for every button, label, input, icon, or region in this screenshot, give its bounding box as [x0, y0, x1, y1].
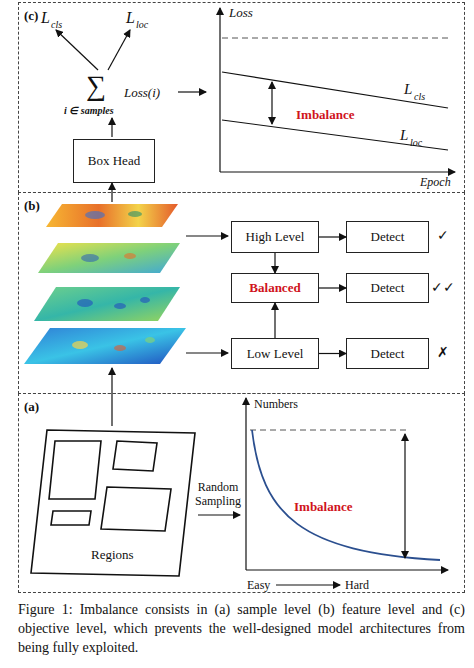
feature-blob	[85, 211, 105, 219]
level-panel: (b)High LevelDetectBalancedDetectLow Lev…	[18, 192, 465, 394]
flow-arrow	[274, 303, 275, 338]
chart-axis	[219, 8, 220, 172]
feature-blob	[81, 254, 99, 262]
regions-label: Regions	[91, 547, 134, 563]
dashed-line	[250, 430, 408, 431]
axis-label: Epoch	[420, 176, 451, 188]
loss-term: Loss(i)	[124, 86, 160, 99]
process-box: Low Level	[231, 338, 319, 369]
imbalance-note: Imbalance	[294, 500, 353, 513]
feature-blob	[114, 303, 126, 309]
panel-label: (c)	[24, 8, 38, 24]
box-label: Detect	[371, 346, 405, 362]
axis-label: Loss	[229, 6, 253, 19]
region-shape	[101, 487, 171, 531]
feature-map	[34, 287, 180, 321]
region-shape	[51, 511, 91, 525]
cross-mark: ✗	[437, 346, 449, 360]
flow-arrow	[274, 253, 275, 273]
leader-arrow	[186, 235, 228, 236]
feature-map	[38, 243, 180, 273]
subscript: cls	[414, 92, 425, 102]
process-box: Balanced	[231, 273, 319, 303]
box-label: Low Level	[247, 346, 304, 362]
process-box: Box Head	[73, 139, 155, 183]
loss-symbol: L	[126, 10, 135, 26]
feature-blob	[145, 337, 155, 343]
sampling-label: Random Sampling	[194, 481, 242, 509]
box-label: Detect	[371, 229, 405, 245]
level-panel: (a) Regions	[18, 393, 465, 593]
panel-label: (b)	[24, 198, 40, 214]
feature-blob	[128, 211, 142, 217]
flow-arrow	[319, 353, 346, 354]
box-label: Box Head	[88, 153, 140, 169]
loss-curve	[222, 120, 448, 150]
leader-arrow	[111, 118, 112, 137]
leader-arrow	[56, 30, 98, 70]
box-label: High Level	[246, 229, 305, 245]
leader-arrow	[178, 91, 206, 92]
double-arrow	[271, 82, 272, 124]
region-shape	[49, 441, 101, 499]
loss-curve	[222, 72, 448, 108]
loss-symbol: L	[41, 10, 50, 26]
sum-symbol: ∑	[86, 72, 106, 100]
leader-arrow	[198, 514, 240, 515]
panel-label: (a)	[24, 399, 39, 415]
chart-axis	[246, 569, 448, 570]
imbalance-note: Imbalance	[296, 108, 355, 121]
sum-index: i ∈ samples	[64, 106, 114, 116]
feature-blob	[114, 345, 126, 351]
axis-label: Hard	[345, 579, 369, 591]
axis-label: Numbers	[254, 398, 298, 410]
dashed-line	[222, 38, 452, 39]
loss-symbol: L	[404, 82, 412, 97]
feature-map	[24, 328, 186, 364]
axis-arrow	[276, 584, 340, 585]
chart-axis	[245, 398, 246, 570]
loss-symbol: L	[400, 128, 408, 143]
figure-caption: Figure 1: Imbalance consists in (a) samp…	[18, 600, 465, 657]
process-box: Detect	[346, 221, 429, 253]
region-shape	[113, 441, 157, 471]
level-panel: (c) Box Head	[18, 2, 465, 193]
subscript: loc	[136, 20, 148, 30]
box-label: Detect	[371, 280, 405, 296]
subscript: cls	[51, 20, 62, 30]
region-shape	[31, 430, 195, 576]
check-mark: ✓	[437, 229, 449, 243]
feature-blob	[140, 297, 150, 303]
check-mark: ✓✓	[431, 281, 455, 295]
axis-label: Easy	[247, 579, 270, 591]
feature-blob	[77, 299, 93, 307]
chart-axis	[220, 171, 455, 172]
leader-arrow	[186, 352, 228, 353]
flow-arrow	[319, 236, 346, 237]
distribution-curve	[252, 430, 440, 560]
feature-blob	[72, 341, 88, 349]
feature-map	[46, 204, 178, 227]
regions-frame: Regions	[29, 429, 197, 577]
process-box: Detect	[346, 338, 429, 369]
process-box: Detect	[346, 273, 429, 303]
double-arrow	[404, 434, 405, 558]
leader-arrow	[108, 30, 130, 70]
feature-blob	[124, 253, 136, 259]
process-box: High Level	[231, 221, 319, 253]
flow-arrow	[319, 287, 346, 288]
leader-arrow	[111, 368, 112, 426]
subscript: loc	[410, 138, 422, 148]
box-label: Balanced	[249, 280, 300, 296]
